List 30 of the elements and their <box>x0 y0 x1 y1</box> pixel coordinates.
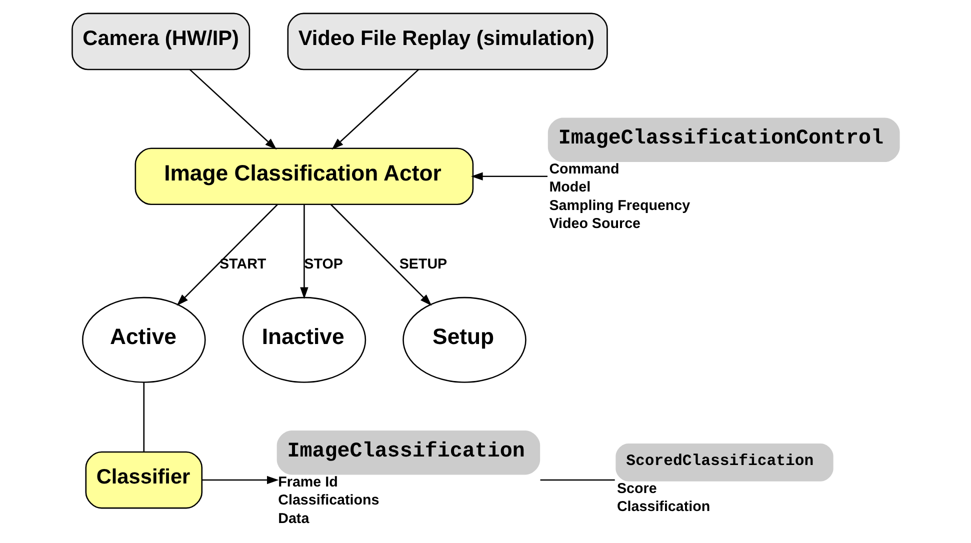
node-label: Frame Id <box>278 474 338 490</box>
arrow <box>188 69 276 150</box>
arrow <box>470 172 547 180</box>
node-box: Video File Replay (simulation) <box>286 12 608 70</box>
node-box: Camera (HW/IP) <box>71 12 250 70</box>
arrow <box>300 204 308 300</box>
node-box: ImageClassification <box>276 430 540 475</box>
connector <box>142 382 144 452</box>
node-box: ScoredClassification <box>615 444 833 482</box>
node-box: ImageClassificationControl <box>547 118 900 162</box>
node-label: Classifications <box>278 492 379 509</box>
node-label: Score <box>616 480 656 497</box>
node-ellipse: Active <box>81 296 206 383</box>
node-label: Command <box>548 161 619 178</box>
node-label: Video Source <box>548 216 640 232</box>
arrow <box>330 204 432 306</box>
node-box: Classifier <box>84 451 202 509</box>
node-label: Model <box>548 180 590 196</box>
edge-label: SETUP <box>398 256 447 273</box>
node-box: Image Classification Actor <box>134 148 474 206</box>
arrow <box>331 69 418 150</box>
node-label: Sampling Frequency <box>548 198 690 214</box>
node-ellipse: Setup <box>402 296 526 383</box>
arrow <box>176 204 278 306</box>
node-label: Classification <box>616 499 710 516</box>
connector <box>540 479 614 481</box>
edge-label: START <box>218 256 266 273</box>
arrow <box>202 476 278 484</box>
node-ellipse: Inactive <box>242 296 366 383</box>
node-label: Data <box>278 510 309 527</box>
